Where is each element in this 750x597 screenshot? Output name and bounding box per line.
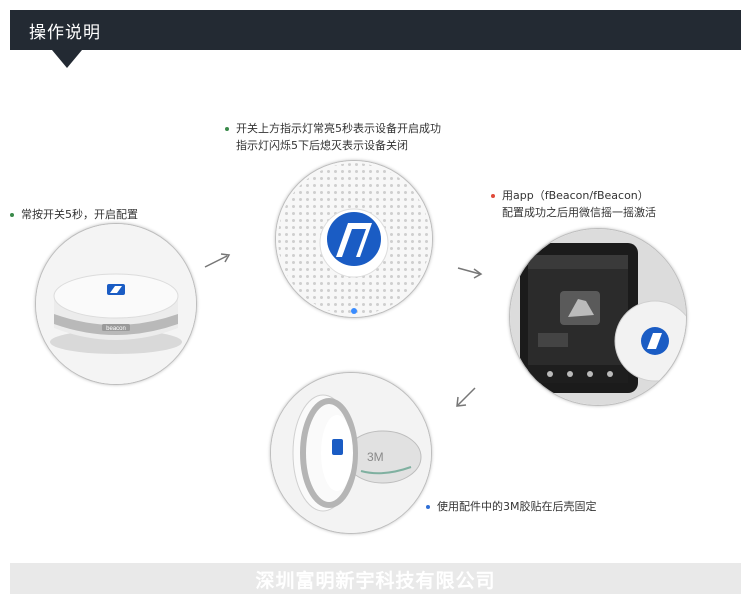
- step2-bullet-icon: [225, 127, 229, 131]
- step3-caption: 用app（fBeacon/fBeacon） 配置成功之后用微信摇一摇激活: [491, 187, 656, 221]
- device-side-label: beacon: [106, 326, 126, 332]
- device-top-photo: [275, 160, 433, 318]
- step2-line1: 开关上方指示灯常亮5秒表示设备开启成功: [236, 122, 441, 135]
- arrow-2-icon: [457, 267, 483, 279]
- phone-app-photo: [509, 228, 687, 406]
- footer-banner: 深圳富明新宇科技有限公司: [10, 563, 741, 594]
- step1-caption: 常按开关5秒，开启配置: [10, 206, 138, 223]
- arrow-1-icon: [204, 253, 231, 268]
- step4-text: 使用配件中的3M胶贴在后壳固定: [437, 500, 597, 513]
- step3-line2: 配置成功之后用微信摇一摇激活: [502, 206, 656, 219]
- step4-bullet-icon: [426, 505, 430, 509]
- step4-caption: 使用配件中的3M胶贴在后壳固定: [426, 498, 597, 515]
- device-sticker-photo: 3M: [270, 372, 432, 534]
- step3-line1: 用app（fBeacon/fBeacon）: [502, 189, 649, 202]
- step2-line2: 指示灯闪烁5下后熄灭表示设备关闭: [236, 139, 408, 152]
- section-title: 操作说明: [29, 23, 101, 43]
- sticker-label: 3M: [367, 450, 384, 464]
- arrow-3-icon: [456, 387, 476, 407]
- led-indicator: [351, 308, 357, 314]
- section-header: 操作说明: [10, 10, 741, 50]
- step3-bullet-icon: [491, 194, 495, 198]
- step1-bullet-icon: [10, 213, 14, 217]
- step1-text: 常按开关5秒，开启配置: [21, 208, 138, 221]
- step2-caption: 开关上方指示灯常亮5秒表示设备开启成功 指示灯闪烁5下后熄灭表示设备关闭: [225, 120, 441, 154]
- device-side-photo: beacon: [35, 223, 197, 385]
- company-name: 深圳富明新宇科技有限公司: [255, 570, 496, 592]
- header-notch: [52, 50, 82, 68]
